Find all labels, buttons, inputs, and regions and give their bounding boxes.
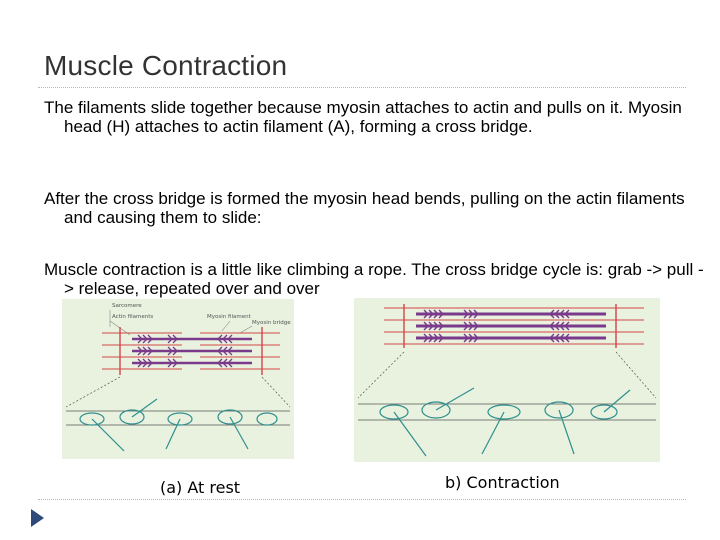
label-actin-filaments: Actin filaments (112, 314, 153, 320)
myosin-heads (137, 334, 233, 368)
cross-bridge-detail (66, 398, 290, 452)
footer-divider (38, 499, 686, 500)
zoom-guides (357, 351, 657, 399)
zoom-guides (65, 376, 291, 408)
paragraph-filaments: The filaments slide together because myo… (44, 98, 682, 136)
label-myosin-filament: Myosin filament (207, 314, 252, 320)
paragraph-cross-bridge: After the cross bridge is formed the myo… (44, 189, 685, 227)
actin-filaments (102, 332, 280, 370)
sarcomere-contraction-diagram (357, 304, 657, 457)
sarcomere-rest-diagram: Sarcomere Actin filaments Myosin filamen… (65, 303, 291, 452)
z-lines (403, 304, 617, 348)
label-sarcomere: Sarcomere (112, 303, 142, 309)
figure-contraction (354, 298, 660, 462)
label-myosin-bridge: Myosin bridge (252, 320, 291, 326)
cross-bridge-detail (358, 387, 656, 457)
paragraph-rope-analogy: Muscle contraction is a little like clim… (44, 260, 704, 298)
slide-title: Muscle Contraction (44, 50, 288, 81)
myosin-heads (423, 309, 570, 343)
caption-at-rest: (a) At rest (160, 478, 241, 497)
caption-contraction: b) Contraction (445, 473, 560, 492)
figure-at-rest: Sarcomere Actin filaments Myosin filamen… (62, 299, 294, 459)
actin-filaments (384, 307, 644, 345)
z-lines (119, 327, 263, 375)
title-divider (38, 87, 686, 88)
myosin-filaments (132, 337, 252, 365)
myosin-filaments (416, 312, 606, 340)
triangle-arrow-icon (31, 509, 44, 527)
